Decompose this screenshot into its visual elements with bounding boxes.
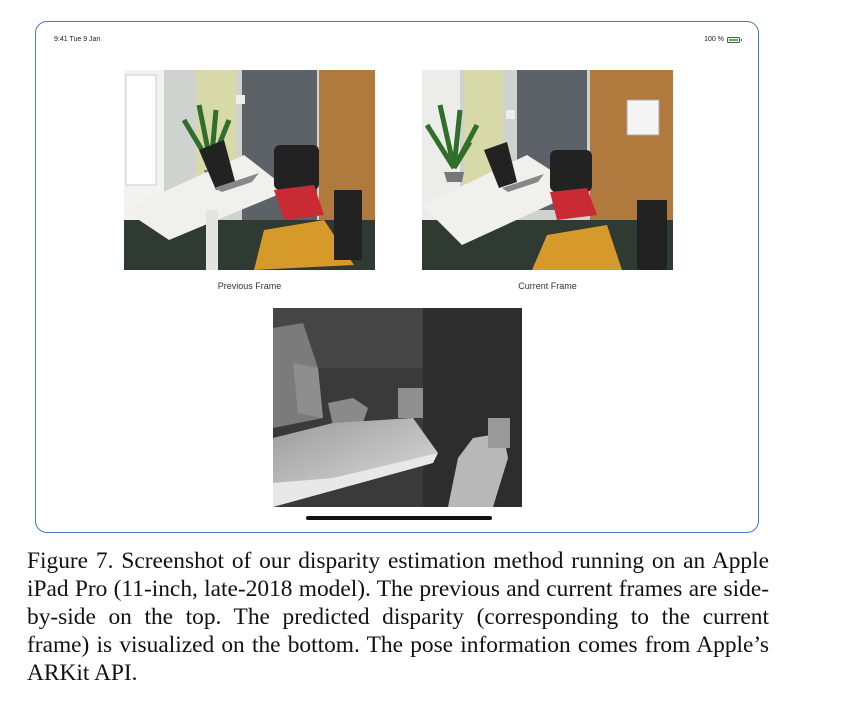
status-battery: 100 %: [704, 36, 742, 43]
current-frame-label: Current Frame: [518, 281, 577, 291]
previous-frame-label: Previous Frame: [217, 281, 282, 291]
previous-frame-image: [124, 70, 375, 270]
ipad-screenshot-frame: 9:41 Tue 9 Jan 100 % Previous Frame: [35, 21, 759, 533]
home-indicator: [306, 516, 492, 520]
battery-icon: [727, 36, 742, 43]
disparity-map-image: [273, 308, 522, 507]
battery-percent: 100 %: [704, 36, 724, 43]
figure-caption: Figure 7. Screenshot of our disparity es…: [27, 548, 769, 686]
status-time: 9:41 Tue 9 Jan: [54, 36, 101, 43]
current-frame-image: [422, 70, 673, 270]
